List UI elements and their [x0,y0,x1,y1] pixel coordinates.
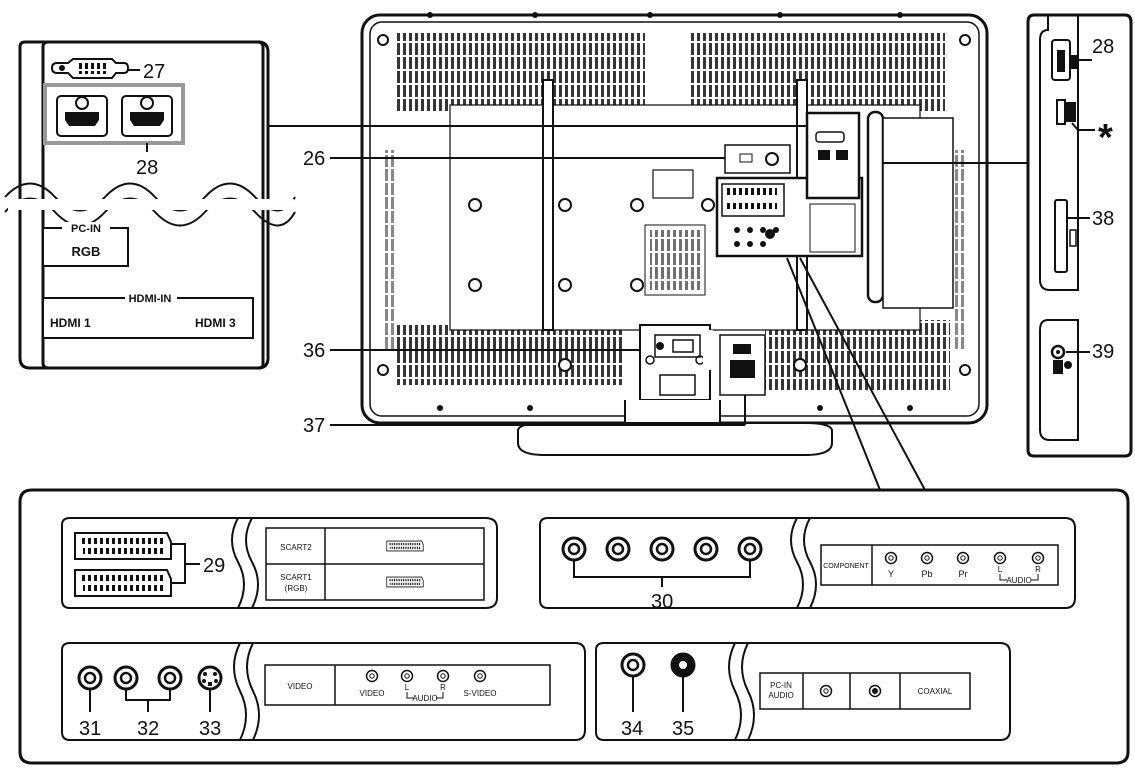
vga-port-icon [50,58,130,79]
rgb-label: RGB [72,244,101,259]
pc-hdmi-detail-panel: 27 28 PC-IN RGB HDMI-IN HDMI 1 HDMI 3 [4,40,296,370]
pc-in-audio-label-1: PC-IN [770,681,792,690]
hdmi-port-icon [56,95,108,137]
pc-in-label: PC-IN [71,223,101,235]
rca-jack-icon [605,536,631,562]
audio-label: AUDIO [1006,576,1031,585]
svideo-jack-icon [197,665,223,691]
callout-35: 35 [672,718,694,740]
svideo-label: S-VIDEO [464,689,497,698]
coaxial-label: COAXIAL [918,687,953,696]
side-connector-panel: 28 * 38 39 [1026,13,1133,458]
callout-28-left: 28 [136,157,158,179]
hdmi-port-icon [121,95,173,137]
pr-label: Pr [959,569,968,579]
rca-jack-icon [77,665,103,691]
pc-in-audio-label-2: AUDIO [768,691,793,700]
video-l-label: L [405,683,410,692]
callout-28-right: 28 [1092,36,1114,58]
hdmi1-label: HDMI 1 [50,316,91,330]
callout-30: 30 [651,591,673,613]
callout-31: 31 [79,718,101,740]
tv-back-view [360,12,989,456]
component-detail: 30 COMPONENT Y Pb Pr L R AUDIO [539,517,1076,613]
video-title-label: VIDEO [288,682,313,691]
rca-jack-icon [157,665,183,691]
component-label: COMPONENT [823,563,869,570]
hdmi3-label: HDMI 3 [195,316,236,330]
callout-36: 36 [303,340,325,362]
callout-26: 26 [303,148,325,170]
rca-jack-icon [649,536,675,562]
scart1-label: SCART1 [280,573,312,582]
callout-37: 37 [303,415,325,437]
rca-jack-icon [737,536,763,562]
video-detail: 31 32 33 VIDEO VIDEO L R AUDIO S-VIDEO [61,642,586,741]
callout-38: 38 [1092,208,1114,230]
card-slot-icon [1054,199,1077,273]
y-label: Y [888,569,894,579]
callout-29: 29 [203,555,225,577]
l-label: L [998,565,1003,574]
leader-lines [268,125,1028,491]
video-r-label: R [440,683,446,692]
scart2-label: SCART2 [280,543,312,552]
video-audio-label: AUDIO [412,694,437,703]
scart-detail: 29 SCART2 SCART1 (RGB) [61,517,498,609]
pc-audio-coaxial-detail: 34 35 PC-IN AUDIO COAXIAL [595,642,1011,741]
rca-jack-icon [561,536,587,562]
coaxial-jack-icon [670,652,696,678]
scart-port-icon [74,532,172,560]
scart1-sub-label: (RGB) [285,584,308,593]
callout-39: 39 [1092,341,1114,363]
rca-jack-icon [620,652,646,678]
rca-jack-icon [113,665,139,691]
callout-33: 33 [199,718,221,740]
hdmi-in-label: HDMI-IN [129,293,172,305]
scart-port-icon [74,569,172,597]
callout-34: 34 [621,718,643,740]
callout-27: 27 [143,61,165,83]
headphone-jack-icon [1050,344,1072,374]
callout-32: 32 [137,718,159,740]
r-label: R [1035,565,1041,574]
video-label: VIDEO [360,689,385,698]
callout-asterisk: * [1098,117,1113,159]
usb-port-icon [1056,99,1076,125]
rca-jack-icon [693,536,719,562]
pb-label: Pb [921,569,932,579]
